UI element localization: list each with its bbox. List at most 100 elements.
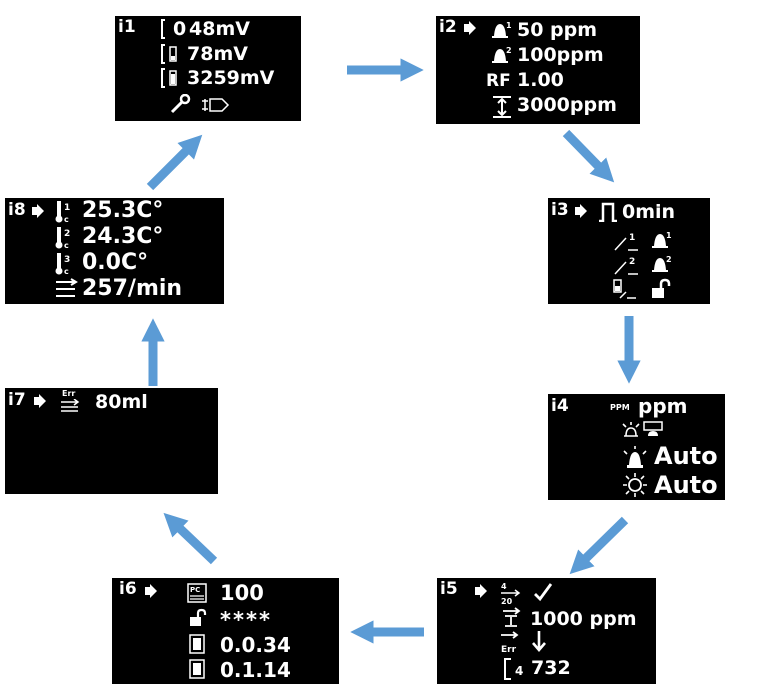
counter-index: 4 [515,664,524,678]
flow-rate-icon [56,278,78,297]
ramp-2-icon: 2 [614,257,638,275]
pulse-time: 0min [622,201,676,223]
alarm-1-bell-icon: 1 [492,21,512,38]
svg-text:c: c [64,215,69,224]
screen-id: i2 [439,17,457,37]
reading-2: 78mV [187,43,248,65]
svg-text:2: 2 [666,255,672,264]
right-pointer-icon [464,21,476,35]
svg-text:1: 1 [506,21,512,30]
right-pointer-icon [34,394,46,408]
temperature-1: 25.3C° [82,198,164,223]
svg-text:PC: PC [190,586,200,594]
pin-value: **** [220,608,272,632]
svg-text:1: 1 [629,233,635,243]
firmware-chip-icon [189,634,205,654]
right-pointer-icon [145,584,157,598]
alarm-2-value: 100ppm [517,44,604,66]
arrow-i2-to-i3 [562,129,615,183]
range-icon [493,96,511,118]
pulse-icon [599,202,617,222]
battery-full-icon [161,68,177,88]
beacon-icon [622,422,640,437]
screen-i1: i1 0 48mV 78mV 3259mV [115,16,301,121]
arrow-i8-to-i1 [146,134,203,191]
screen-id: i3 [551,200,569,220]
screen-i2: i2 1 50 ppm 2 100ppm RF 1.00 3000ppm [436,16,640,124]
ramp-1-icon: 1 [614,233,638,251]
error-flow-icon: Err [501,631,519,654]
svg-text:3: 3 [64,255,70,265]
temperature-2: 24.3C° [82,224,164,249]
battery-ramp-icon [613,279,636,299]
nozzle-icon [202,98,230,112]
wrench-icon [170,94,191,114]
flow-value: 1000 ppm [530,608,637,630]
reading-3: 3259mV [187,67,275,89]
rf-label: RF [486,71,511,91]
address-value: 100 [220,581,264,605]
alarm-1-bell-icon: 1 [652,231,672,248]
thermometer-2-icon: 2 c [55,227,70,250]
screen-id: i8 [8,200,26,220]
unlock-icon [190,608,207,626]
svg-text:2: 2 [629,257,635,267]
arrow-i4-to-i5 [569,516,629,575]
screen-i6: i6 PC 100 **** 0.0.34 0.1.14 [112,578,339,684]
screen-id: i4 [551,396,569,416]
version-2: 0.1.14 [220,658,291,682]
screen-id: i7 [8,390,26,410]
counter-bracket-icon [504,658,511,680]
display-icon [643,421,663,436]
pc-address-icon: PC [187,583,207,603]
screen-i5: i5 4 20 1000 ppm Err 4 732 [437,578,656,684]
flow-rate-value: 257/min [82,276,183,301]
error-flow-icon [61,399,80,412]
horn-alarm-icon [623,446,647,468]
counter-value: 732 [531,657,571,679]
screen-id: i5 [440,579,458,599]
thermometer-3-icon: 3 c [55,253,70,276]
thermometer-1-icon: 1 c [55,201,70,224]
screen-id: i1 [118,17,136,37]
mode-2-value: Auto [654,471,718,499]
unlock-icon [652,278,671,298]
svg-text:4: 4 [501,582,507,591]
volume-value: 80ml [95,391,148,413]
alarm-2-bell-icon: 2 [652,255,672,272]
error-label: Err [62,389,76,398]
flow-4-20-icon: 4 20 [501,582,521,606]
right-pointer-icon [475,584,487,598]
svg-text:c: c [64,241,69,250]
flow-range-icon [503,607,521,627]
reading-1: 48mV [189,18,250,40]
battery-low-icon [161,44,177,64]
light-alarm-icon [623,473,647,497]
unit-value: ppm [638,394,688,418]
screen-i8: i8 1 c 25.3C° 2 c 24.3C° 3 c 0.0C° 257/m… [5,198,224,304]
mode-1-value: Auto [654,442,718,470]
screen-id: i6 [119,579,137,599]
svg-text:c: c [64,267,69,276]
reading-zero: 0 [173,18,187,40]
range-value: 3000ppm [517,94,617,116]
check-icon [534,583,553,602]
svg-text:1: 1 [666,231,672,240]
temperature-3: 0.0C° [82,250,149,275]
svg-text:Err: Err [501,645,517,654]
svg-text:2: 2 [64,229,70,239]
hardware-chip-icon [189,659,205,679]
sensor-empty-icon [161,19,165,39]
svg-text:2: 2 [506,46,512,55]
screen-i4: i4 PPM ppm Auto Auto [548,394,725,500]
screen-i7: i7 Err 80ml [5,388,218,494]
right-pointer-icon [575,204,587,218]
svg-text:1: 1 [64,203,70,213]
screen-i3: i3 0min 1 1 2 2 [548,198,710,304]
arrow-i6-to-i7 [163,512,218,565]
alarm-2-bell-icon: 2 [492,46,512,63]
unit-icon-label: PPM [610,403,630,412]
rf-value: 1.00 [517,69,564,91]
arrow-down-icon [532,631,546,652]
